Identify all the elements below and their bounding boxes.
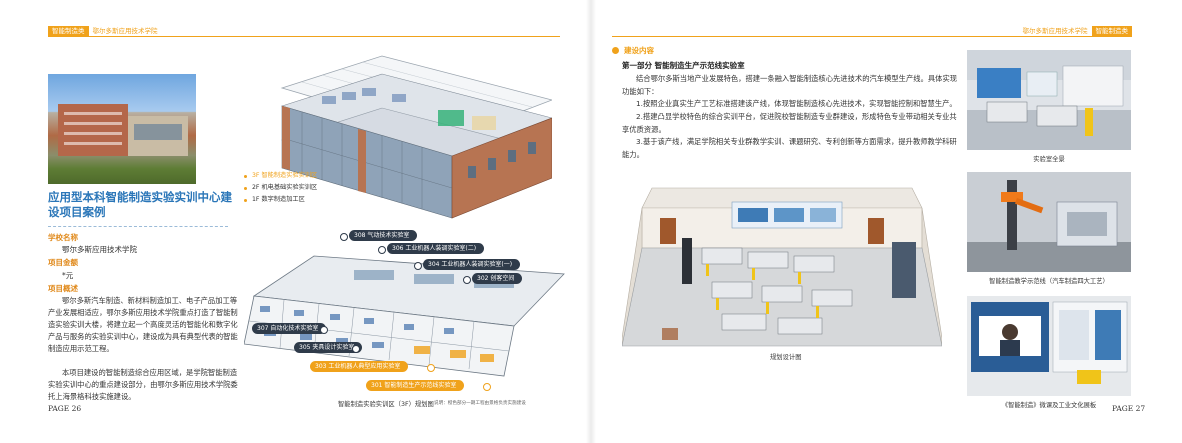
plan-caption: 智能制造实验实训区（3F）规划图 bbox=[338, 401, 434, 408]
lab-306-label: 306 工业机器人装调实验室(二) bbox=[387, 243, 485, 254]
overview-label: 项目概述 bbox=[48, 284, 78, 293]
campus-building-photo bbox=[48, 74, 196, 184]
page-number-right: PAGE 27 bbox=[1112, 404, 1146, 413]
floor-3f: 3F 智能制造实验实训区 bbox=[244, 170, 317, 182]
function-item-2: 2.搭建凸显学校特色的综合实训平台，促进院校智能制造专业群建设，形成特色专业带动… bbox=[622, 112, 957, 134]
lab-301-label: 301 智能制造生产示范线实验室 bbox=[366, 380, 465, 391]
amount-label: 项目金额 bbox=[48, 258, 78, 267]
page-number-left: PAGE 26 bbox=[48, 404, 82, 413]
category-tag: 智能制造类 bbox=[48, 25, 89, 37]
photo2-caption: 智能制造教学示范线（汽车制造四大工艺） bbox=[989, 278, 1109, 285]
title-divider bbox=[48, 226, 228, 227]
plan-note: 说明：橙色部分一期工程由景格负责实施建设 bbox=[434, 401, 526, 406]
left-header: 智能制造类 鄂尔多斯应用技术学院 bbox=[48, 25, 162, 37]
pin-302 bbox=[463, 276, 471, 284]
section-bullet-icon bbox=[612, 47, 619, 54]
pin-303 bbox=[427, 364, 435, 372]
section-heading: 建设内容 bbox=[612, 45, 654, 56]
school-value: 鄂尔多斯应用技术学院 bbox=[62, 245, 137, 254]
lab-302-label: 302 创客空间 bbox=[472, 273, 523, 284]
function-item-1: 1.按照企业真实生产工艺标准搭建该产线，体现智能制造核心先进技术，实现智能控制和… bbox=[636, 99, 957, 108]
case-title: 应用型本科智能制造实验实训中心建设项目案例 bbox=[48, 190, 232, 219]
diagram-caption: 规划设计图 bbox=[770, 354, 802, 361]
lab-panorama-photo bbox=[967, 50, 1131, 150]
pin-307 bbox=[320, 326, 328, 334]
overview-paragraph-1: 鄂尔多斯汽车制造、新材料制造加工、电子产品加工等产业发展相适应，鄂尔多斯应用技术… bbox=[48, 296, 238, 353]
pin-301 bbox=[483, 383, 491, 391]
floor-1f: 1F 数字制造加工区 bbox=[244, 194, 317, 206]
lab-305-label: 305 夹具设计实验室 bbox=[294, 342, 363, 353]
photo3-caption: 《智能制造》微课及工业文化展板 bbox=[1001, 402, 1097, 409]
pin-308 bbox=[340, 233, 348, 241]
school-label: 学校名称 bbox=[48, 233, 78, 242]
overview-paragraph-2: 本项目建设的智能制造综合应用区域，是学院智能制造实验实训中心的重点建设部分，由鄂… bbox=[48, 368, 238, 401]
lab-304-label: 304 工业机器人装调实验室(一) bbox=[423, 259, 521, 270]
building-3d-illustration bbox=[280, 55, 552, 219]
lab-303-label: 303 工业机器人典型应用实验室 bbox=[310, 361, 409, 372]
lab-307-label: 307 自动化技术实验室 bbox=[252, 323, 327, 334]
floor-legend: 3F 智能制造实验实训区 2F 机电基础实验实训区 1F 数字制造加工区 bbox=[244, 170, 317, 206]
header-rule bbox=[48, 36, 560, 37]
amount-value: *元 bbox=[62, 271, 74, 280]
pin-304 bbox=[414, 262, 422, 270]
spine-shadow bbox=[586, 0, 596, 443]
photo1-caption: 实验室全景 bbox=[1033, 156, 1065, 163]
category-tag-right: 智能制造类 bbox=[1091, 25, 1132, 37]
school-header-right: 鄂尔多斯应用技术学院 bbox=[1022, 26, 1088, 35]
intro-paragraph: 结合鄂尔多斯当地产业发展特色，搭建一条融入智能制造核心先进技术的汽车模型生产线。… bbox=[622, 74, 958, 96]
function-item-3: 3.基于该产线，满足学院相关专业群教学实训、课题研究、专利创新等方面需求，提升教… bbox=[622, 137, 957, 159]
school-header: 鄂尔多斯应用技术学院 bbox=[92, 26, 158, 35]
planning-design-diagram bbox=[622, 187, 942, 347]
floor-2f: 2F 机电基础实验实训区 bbox=[244, 182, 317, 194]
lab-308-label: 308 气动技术实验室 bbox=[349, 230, 418, 241]
right-header: 鄂尔多斯应用技术学院 智能制造类 bbox=[1019, 25, 1132, 37]
microcourse-board-photo bbox=[967, 296, 1131, 396]
header-rule-right bbox=[612, 36, 1132, 37]
pin-305 bbox=[352, 345, 360, 353]
part-title: 第一部分 智能制造生产示范线实验室 bbox=[622, 61, 745, 70]
demo-line-photo bbox=[967, 172, 1131, 272]
pin-306 bbox=[378, 246, 386, 254]
